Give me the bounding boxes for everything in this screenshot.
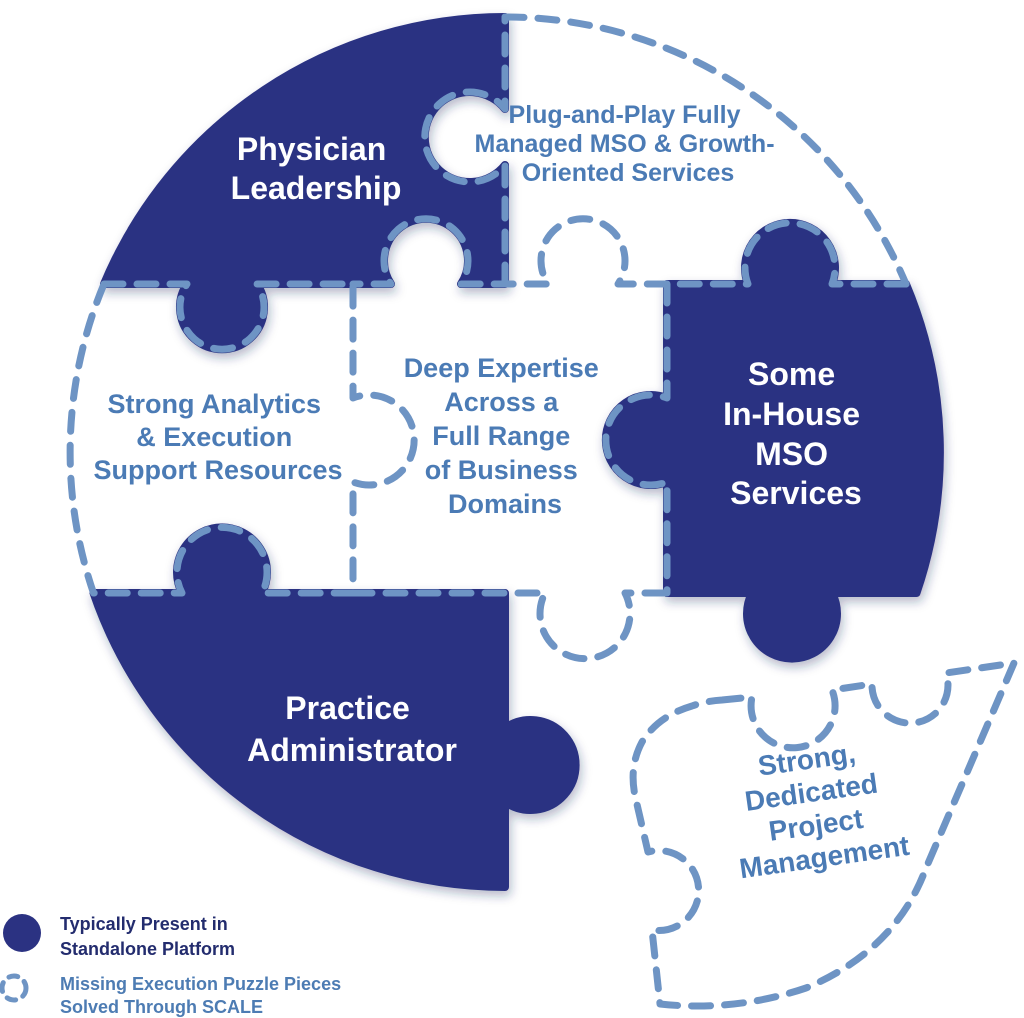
project-management-displaced-outline [629, 659, 1018, 1010]
legend-dashed-circle-swatch [0, 973, 29, 1003]
piece-physician-leadership-label: Physician Leadership [231, 131, 402, 206]
deep-expertise-bottom-outline [349, 589, 671, 663]
piece-project-management-label: Strong, Dedicated Project Management [724, 732, 912, 885]
plug-and-play-arc-outline [501, 13, 910, 288]
piece-strong-analytics-label: Strong Analytics & Execution Support Res… [93, 389, 342, 485]
plug-and-play-bottom-outline [349, 215, 910, 288]
plug-and-play-left-outline [421, 13, 509, 288]
piece-deep-expertise-label: Deep Expertise Across a Full Range of Bu… [404, 353, 607, 519]
legend-present-label: Typically Present in Standalone Platform [60, 914, 235, 959]
piece-plug-and-play-label: Plug-and-Play Fully Managed MSO & Growth… [475, 101, 782, 187]
legend-missing-label: Missing Execution Puzzle Pieces Solved T… [60, 974, 346, 1017]
strong-analytics-outline [66, 280, 418, 597]
deep-expertise-right-outline [602, 280, 671, 597]
legend-solid-circle-swatch [3, 914, 41, 952]
piece-some-in-house-mso-label: Some In-House MSO Services [723, 356, 869, 511]
piece-practice-administrator-label: Practice Administrator [247, 690, 457, 768]
